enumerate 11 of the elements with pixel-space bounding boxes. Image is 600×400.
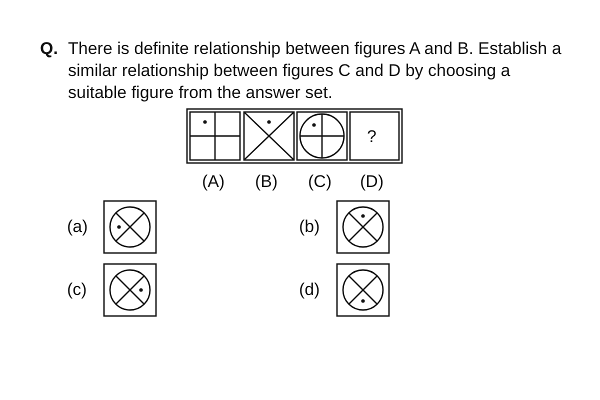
figure-label: (A)	[202, 171, 225, 193]
option-label: (d)	[299, 279, 320, 301]
option-label: (b)	[299, 216, 320, 238]
figure-label: (C)	[308, 171, 332, 193]
figure-label: (B)	[255, 171, 278, 193]
question-mark: ?	[367, 126, 376, 148]
question-text: There is definite relationship between figures A and B. Establish a similar relationship between figures C and D by choosing a suitable figure from the answer set.	[68, 38, 562, 104]
figure-label: (D)	[360, 171, 384, 193]
option-label: (a)	[67, 216, 88, 238]
question-number: Q.	[40, 38, 58, 60]
option-label: (c)	[67, 279, 87, 301]
